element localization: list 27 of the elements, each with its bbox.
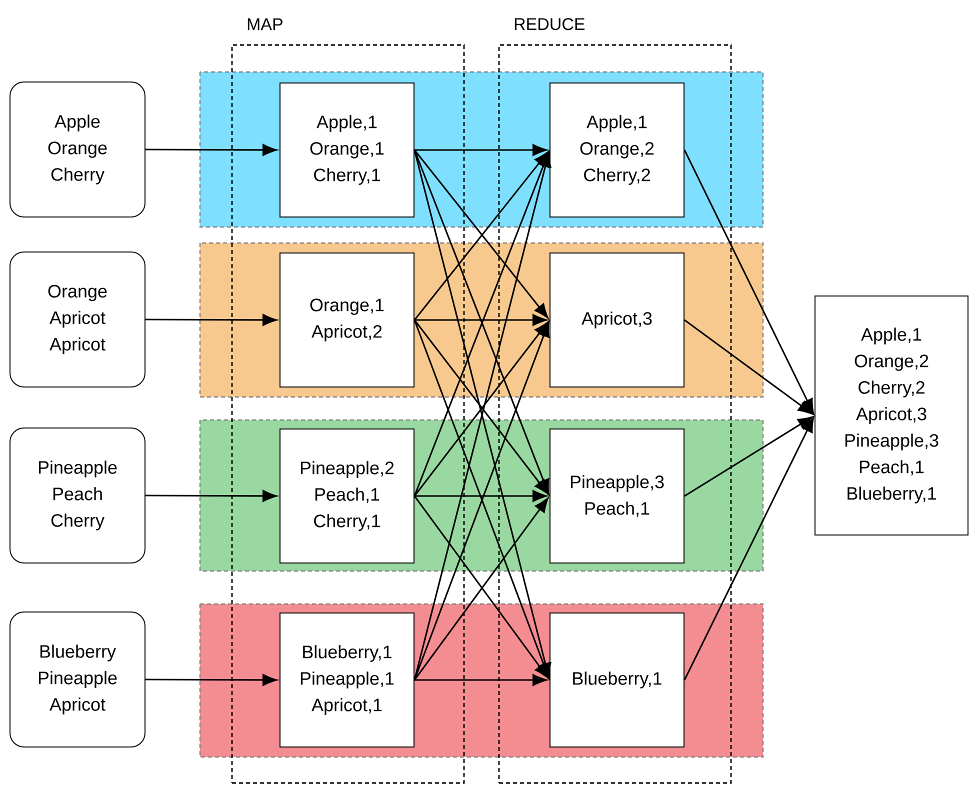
reduce-box: Blueberry,1: [550, 612, 684, 748]
node-label: MAP: [248, 18, 282, 30]
reduce-box: Apple,1 Orange,2 Cherry,2: [550, 82, 684, 218]
input-box: Apple Orange Cherry: [10, 82, 146, 218]
arrow: [684, 416, 813, 497]
arrow: [146, 674, 278, 686]
map-box: Pineapple,2 Peach,1 Cherry,1: [280, 428, 414, 564]
input-box: Orange Apricot Apricot: [10, 252, 146, 388]
result-box: Apple,1 Orange,2 Cherry,2 Apricot,3 Pineapple,3 Peach,1 Blueberry,1: [814, 296, 968, 536]
arrow: [146, 144, 278, 156]
arrow: [414, 674, 548, 686]
input-box: Pineapple Peach Cherry: [10, 428, 146, 564]
reduce-box: Pineapple,3 Peach,1: [550, 428, 684, 564]
arrow: [146, 314, 278, 326]
input-box: Blueberry Pineapple Apricot: [10, 612, 146, 748]
node-label: REDUCE: [514, 18, 585, 30]
arrow: [684, 150, 814, 414]
map-box: Apple,1 Orange,1 Cherry,1: [280, 82, 414, 218]
map-box: Orange,1 Apricot,2: [280, 252, 414, 388]
arrow: [684, 418, 814, 680]
arrow: [414, 144, 548, 156]
arrow: [146, 490, 278, 502]
map-box: Blueberry,1 Pineapple,1 Apricot,1: [280, 612, 414, 748]
arrow: [414, 314, 548, 326]
arrow: [684, 319, 813, 414]
arrow: [414, 490, 548, 502]
reduce-box: Apricot,3: [550, 252, 684, 388]
